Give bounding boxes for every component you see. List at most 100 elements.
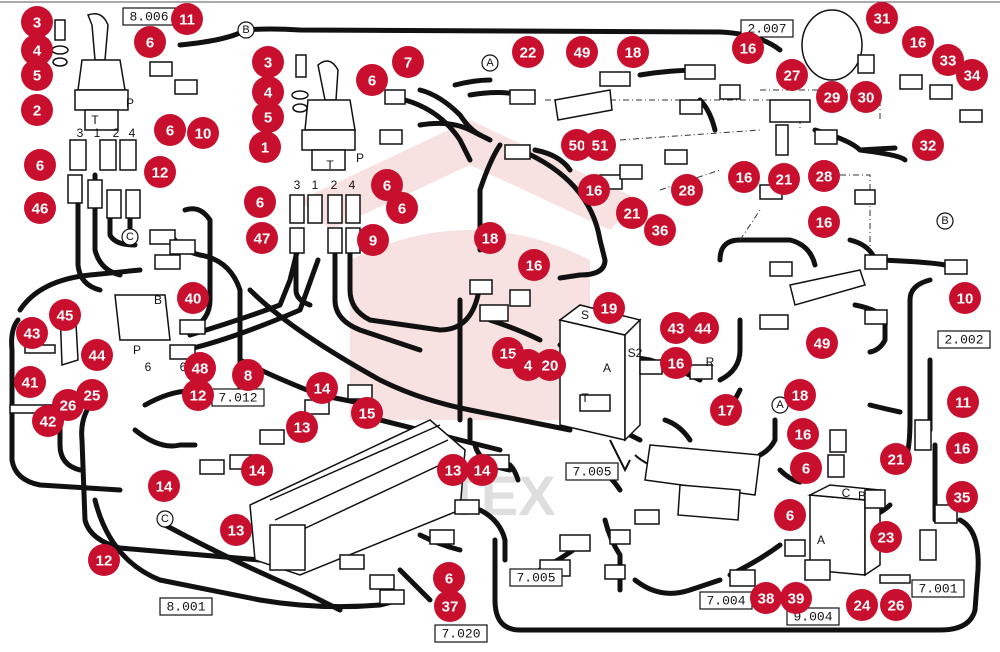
part-callout-number: 2 <box>33 103 41 120</box>
part-callout: 49 <box>806 327 838 359</box>
svg-text:7.004: 7.004 <box>706 594 745 609</box>
reference-box: 2.007 <box>740 19 794 38</box>
part-callout-number: 40 <box>185 291 202 308</box>
manifold-plate <box>644 444 761 521</box>
part-callout-number: 12 <box>96 553 113 570</box>
hose <box>857 147 908 163</box>
part-callout-number: 43 <box>668 321 685 338</box>
hose <box>79 402 263 563</box>
svg-text:C: C <box>161 513 169 525</box>
part-callout-number: 26 <box>60 398 77 415</box>
hose <box>132 427 198 449</box>
svg-text:A: A <box>776 399 784 411</box>
joystick-middle <box>291 54 356 171</box>
hose <box>507 462 521 483</box>
part-callout: 35 <box>946 481 978 513</box>
part-callout: 18 <box>474 222 506 254</box>
part-callout: 28 <box>808 160 840 192</box>
part-callout: 4 <box>21 34 53 66</box>
part-callout: 16 <box>808 206 840 238</box>
valve-block-19 <box>558 304 642 442</box>
tee-block-49-right <box>789 269 866 306</box>
port-label: 2 <box>331 178 338 192</box>
hose <box>247 287 573 433</box>
part-callout: 39 <box>780 582 812 614</box>
svg-text:9.004: 9.004 <box>793 610 832 625</box>
part-callout: 6 <box>790 452 822 484</box>
part-callout-number: 15 <box>500 346 517 363</box>
part-callout: 43 <box>16 317 48 349</box>
part-callout: 6 <box>433 562 465 594</box>
part-callout-number: 44 <box>695 321 712 338</box>
part-callout-number: 22 <box>520 45 537 62</box>
part-callout: 41 <box>14 366 46 398</box>
part-callout: 16 <box>660 347 692 379</box>
part-callout: 49 <box>566 36 598 68</box>
part-callout-number: 27 <box>784 68 801 85</box>
part-callout-number: 3 <box>264 55 272 72</box>
part-callout: 12 <box>144 156 176 188</box>
hose <box>17 267 143 313</box>
part-callout-number: 26 <box>888 598 905 615</box>
hose <box>402 97 473 163</box>
part-callout-number: 29 <box>824 90 841 107</box>
tee-block-49-top <box>554 89 613 121</box>
connector-marker-b: B <box>237 21 255 39</box>
part-callout: 2 <box>21 94 53 126</box>
part-callout: 15 <box>351 397 383 429</box>
part-callout-number: 6 <box>166 123 174 140</box>
port-label: T <box>326 158 334 172</box>
connector-marker-c: C <box>121 228 139 246</box>
part-callout-number: 6 <box>146 35 154 52</box>
part-callout: 45 <box>49 299 81 331</box>
hose <box>417 120 493 143</box>
part-callout: 22 <box>512 36 544 68</box>
part-callout-number: 23 <box>878 530 895 547</box>
part-callout-number: 41 <box>22 375 39 392</box>
hose <box>717 317 743 383</box>
part-callout-number: 20 <box>542 358 559 375</box>
part-callout: 14 <box>241 454 273 486</box>
part-callout: 16 <box>732 32 764 64</box>
part-callout-number: 9 <box>369 233 377 250</box>
part-callout-number: 6 <box>786 508 794 525</box>
port-label: 4 <box>129 126 136 140</box>
part-callout: 30 <box>850 81 882 113</box>
part-callout-number: 14 <box>314 381 331 398</box>
part-callout: 13 <box>437 454 469 486</box>
svg-text:8.006: 8.006 <box>129 10 168 25</box>
port-label: R <box>706 355 715 369</box>
part-callout-number: 6 <box>445 571 453 588</box>
part-callout-number: 39 <box>788 591 805 608</box>
part-callout-number: 34 <box>964 68 981 85</box>
svg-text:7.005: 7.005 <box>572 465 611 480</box>
part-callout-number: 6 <box>383 178 391 195</box>
part-callout-number: 16 <box>526 258 543 275</box>
part-callout-number: 21 <box>888 452 905 469</box>
port-label: T <box>581 391 589 405</box>
reference-box: 7.004 <box>699 591 753 610</box>
part-callout: 51 <box>584 129 616 161</box>
svg-text:C: C <box>126 231 134 243</box>
part-callout: 46 <box>24 192 56 224</box>
part-callout-number: 16 <box>795 427 812 444</box>
hose <box>242 26 783 53</box>
part-callout-number: 28 <box>679 183 696 200</box>
port-label: P <box>133 343 141 357</box>
part-callout: 50 <box>561 129 593 161</box>
reference-box: 7.005 <box>509 568 563 587</box>
part-callout-number: 16 <box>586 183 603 200</box>
part-callout-number: 28 <box>816 169 833 186</box>
part-callout: 11 <box>171 3 203 35</box>
part-callout: 26 <box>52 389 84 421</box>
hose <box>867 402 903 415</box>
hose <box>877 257 948 268</box>
part-callout-number: 25 <box>84 388 101 405</box>
part-callout: 3 <box>21 6 53 38</box>
part-callout-number: 5 <box>33 68 41 85</box>
svg-text:7.012: 7.012 <box>218 391 257 406</box>
hose <box>532 147 573 173</box>
part-callout-number: 50 <box>569 138 586 155</box>
valve-27 <box>769 99 811 156</box>
part-callout: 48 <box>184 352 216 384</box>
